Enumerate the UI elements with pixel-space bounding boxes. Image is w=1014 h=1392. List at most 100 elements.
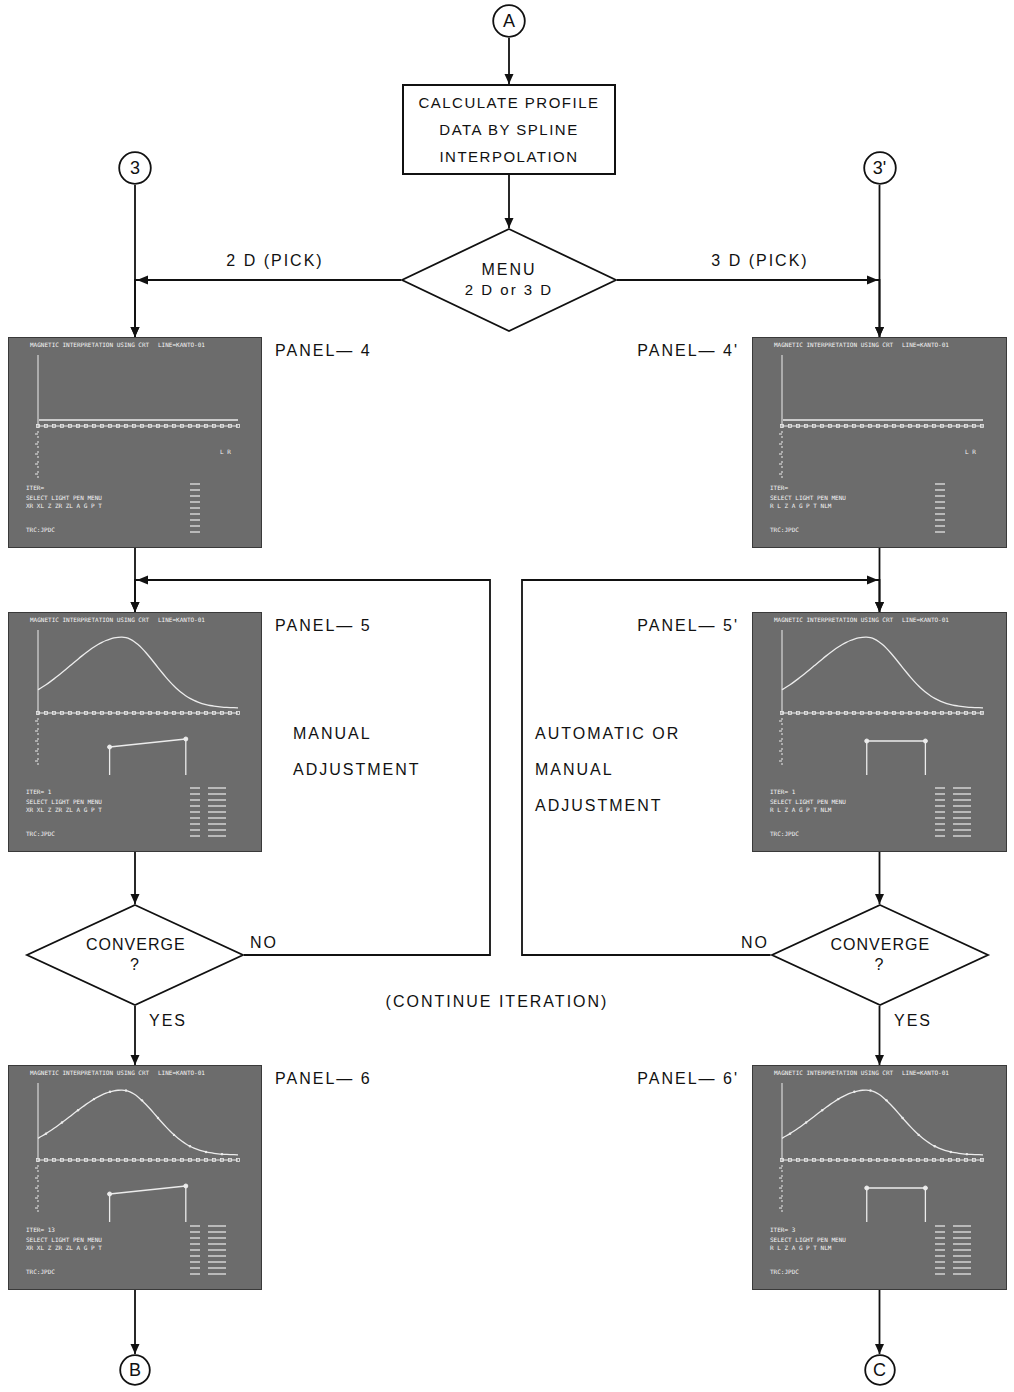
parameter-column <box>935 788 971 836</box>
decision-text: MENU <box>481 260 536 280</box>
screen-text: ITER= <box>770 484 788 491</box>
flow-arrow <box>134 1006 136 1065</box>
flow-arrow <box>134 852 136 904</box>
screen-image <box>8 337 262 548</box>
circle-outline <box>119 152 151 184</box>
screen-text: MAGNETIC INTERPRETATION USING CRT <box>774 616 893 623</box>
screen-text: ITER= 3 <box>770 1226 795 1233</box>
screen-text: TRC:JPDC <box>26 526 55 533</box>
parameter-column <box>190 788 226 836</box>
screen-image <box>752 1065 1007 1290</box>
connector-letter: 3 <box>130 159 140 177</box>
flow-arrow <box>879 185 881 337</box>
screen-text: SELECT LIGHT PEN MENU <box>770 494 846 501</box>
flow-arrow <box>508 175 510 228</box>
parameter-column <box>190 484 200 532</box>
crt-screen <box>9 338 262 548</box>
screen-text: LINE=KANTO-01 <box>158 616 205 623</box>
crt-plot <box>35 630 240 775</box>
process-box: CALCULATE PROFILE DATA BY SPLINE INTERPO… <box>402 84 616 175</box>
parameter-column <box>190 1226 226 1274</box>
panel-heading: PANEL— 6 <box>275 1069 372 1089</box>
circle-outline <box>120 1355 150 1385</box>
annotation: MANUAL ADJUSTMENT <box>293 716 443 788</box>
flow-arrow <box>879 852 881 904</box>
screen-text: TRC:JPDC <box>770 830 799 837</box>
screen-text: R L Z A G P T NLM <box>770 1244 831 1251</box>
screen-panel: PANEL— 6MAGNETIC INTERPRETATION USING CR… <box>8 1065 262 1290</box>
screen-text: LINE=KANTO-01 <box>902 1069 949 1076</box>
screen-panel: PANEL— 4'MAGNETIC INTERPRETATION USING C… <box>752 337 1007 548</box>
crt-plot <box>779 355 984 478</box>
connector-circle: 3' <box>863 151 897 185</box>
decision-diamond: CONVERGE ? <box>26 904 244 1006</box>
screen-text: ITER= 1 <box>770 788 795 795</box>
connector-circle: A <box>492 4 526 38</box>
edge-label: NO <box>738 934 772 952</box>
screen-panel: PANEL— 5MAGNETIC INTERPRETATION USING CR… <box>8 612 262 852</box>
flow-arrow <box>135 280 401 337</box>
panel-heading: PANEL— 4 <box>275 341 372 361</box>
process-text: CALCULATE PROFILE DATA BY SPLINE INTERPO… <box>410 89 608 170</box>
screen-text: LINE=KANTO-01 <box>158 1069 205 1076</box>
screen-image <box>8 1065 262 1290</box>
connector-letter: A <box>503 12 515 30</box>
diamond-outline <box>772 905 988 1005</box>
screen-panel: PANEL— 5'MAGNETIC INTERPRETATION USING C… <box>752 612 1007 852</box>
shape-outline <box>771 904 989 1006</box>
screen-text: SELECT LIGHT PEN MENU <box>26 1236 102 1243</box>
screen-text: TRC:JPDC <box>26 1268 55 1275</box>
edge-label: YES <box>891 1012 935 1030</box>
flow-arrow <box>879 1006 881 1065</box>
panel-heading: PANEL— 4' <box>637 341 739 361</box>
screen-text: ITER= <box>26 484 44 491</box>
screen-text: MAGNETIC INTERPRETATION USING CRT <box>30 1069 149 1076</box>
crt-screen <box>753 1066 1007 1290</box>
connector-circle: 3 <box>118 151 152 185</box>
crt-plot <box>35 1083 240 1222</box>
circle-outline <box>493 5 525 37</box>
panel-heading: PANEL— 5' <box>637 616 739 636</box>
screen-image <box>752 337 1007 548</box>
edge-label: 2 D (PICK) <box>223 252 326 270</box>
crt-plot <box>779 630 984 775</box>
circle-outline <box>864 152 896 184</box>
parameter-column <box>935 484 945 532</box>
screen-text: SELECT LIGHT PEN MENU <box>26 798 102 805</box>
crt-plot <box>35 355 240 478</box>
diamond-outline <box>27 905 243 1005</box>
connector-circle: C <box>864 1354 896 1386</box>
screen-text: L R <box>220 448 231 455</box>
screen-text: ITER= 1 <box>26 788 51 795</box>
flow-arrow <box>508 38 510 84</box>
screen-text: LINE=KANTO-01 <box>902 616 949 623</box>
diamond-outline <box>402 229 616 331</box>
screen-text: LINE=KANTO-01 <box>158 341 205 348</box>
edge-label: 3 D (PICK) <box>708 252 811 270</box>
screen-image <box>8 612 262 852</box>
screen-image <box>752 612 1007 852</box>
connector-letter: 3' <box>873 159 886 177</box>
screen-text: TRC:JPDC <box>770 526 799 533</box>
connector-letter: C <box>873 1361 886 1379</box>
crt-plot <box>779 1083 984 1222</box>
decision-text: CONVERGE ? <box>831 935 929 975</box>
edge-label: YES <box>146 1012 190 1030</box>
panel-heading: PANEL— 5 <box>275 616 372 636</box>
screen-panel: PANEL— 6'MAGNETIC INTERPRETATION USING C… <box>752 1065 1007 1290</box>
flow-arrow <box>134 185 136 337</box>
screen-text: R L Z A G P T NLM <box>770 806 831 813</box>
decision-text: 2 D or 3 D <box>465 280 553 300</box>
shape-outline <box>26 904 244 1006</box>
screen-text: SELECT LIGHT PEN MENU <box>770 798 846 805</box>
crt-screen <box>753 613 1007 852</box>
screen-text: R L Z A G P T NLM <box>770 502 831 509</box>
connector-circle: B <box>119 1354 151 1386</box>
parameter-column <box>935 1226 971 1274</box>
flow-arrow <box>617 280 880 337</box>
shape-outline <box>401 228 617 332</box>
screen-text: L R <box>965 448 976 455</box>
annotation: (CONTINUE ITERATION) <box>386 984 609 1020</box>
crt-screen <box>9 1066 262 1290</box>
